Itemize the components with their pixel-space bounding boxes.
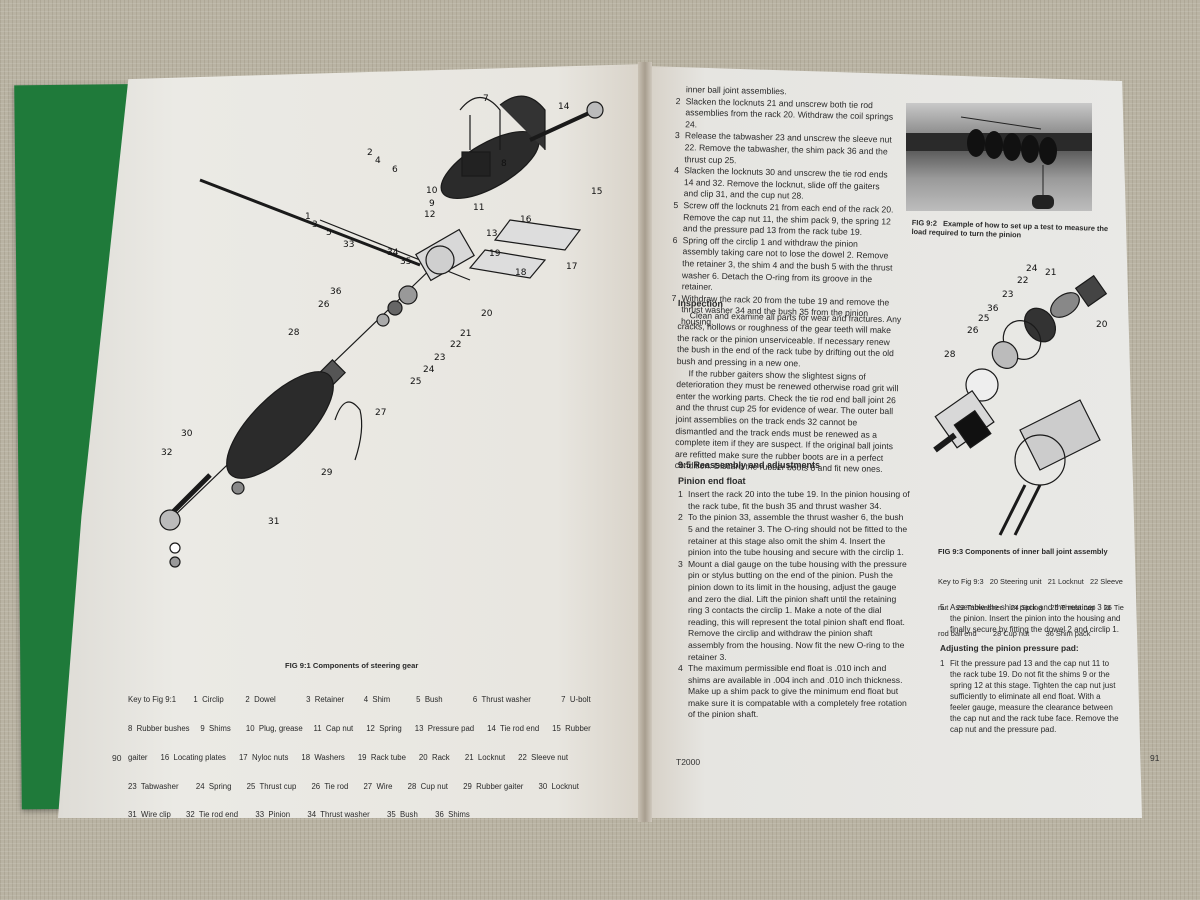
callout-30: 30 [181, 429, 193, 439]
callout-29: 29 [321, 468, 333, 478]
callout-19: 19 [489, 249, 501, 259]
callout-24: 24 [423, 365, 435, 375]
callout-27: 27 [375, 408, 387, 418]
callout-11: 11 [473, 203, 485, 213]
left-page-number: 90 [112, 753, 122, 763]
key-line: rod ball end 28 Cup nut 36 Shim pack [938, 629, 1091, 639]
callout-13: 13 [486, 229, 498, 239]
callout-15: 15 [591, 187, 603, 197]
callout-31: 31 [268, 517, 280, 527]
callout-20: 20 [481, 309, 493, 319]
callout-23: 23 [1002, 290, 1014, 300]
inspection-paragraph: Clean and examine all parts for wear and… [676, 309, 902, 369]
callout-25: 25 [978, 314, 990, 324]
callout-18: 18 [515, 268, 527, 278]
callout-22: 22 [450, 340, 462, 350]
callout-14: 14 [558, 102, 570, 112]
right-page-number: 91 [1150, 753, 1160, 763]
callout-33: 33 [343, 240, 355, 250]
book-spine [638, 62, 652, 822]
key-line: 8 Rubber bushes 9 Shims 10 Plug, grease … [128, 723, 591, 733]
callout-21: 21 [460, 329, 472, 339]
callout-5: 5 [326, 228, 332, 238]
callout-23: 23 [434, 353, 446, 363]
callout-10: 10 [426, 186, 438, 196]
callout-35: 35 [400, 257, 412, 267]
callout-3: 3 [312, 220, 318, 230]
callout-9: 9 [429, 199, 435, 209]
inspection-section: Inspection Clean and examine all parts f… [675, 298, 902, 476]
callout-26: 26 [318, 300, 330, 310]
callout-1: 1 [305, 212, 311, 222]
steering-gear-exploded-diagram [159, 95, 604, 568]
section-heading: 9:5 Reassembly and adjustments [678, 460, 821, 470]
key-line: Key to Fig 9:1 1 Circlip 2 Dowel 3 Retai… [128, 695, 591, 705]
running-title: T2000 [676, 757, 701, 767]
callout-36: 36 [330, 287, 342, 297]
callout-26: 26 [967, 326, 979, 336]
fig-9-2-photo [906, 103, 1092, 211]
key-line: nut 23 Tabwasher 24 Spring 25 Thrust cap… [938, 602, 1124, 612]
pressure-pad-heading: Adjusting the pinion pressure pad: [940, 643, 1079, 653]
fig-9-1-key: Key to Fig 9:1 1 Circlip 2 Dowel 3 Retai… [128, 676, 591, 830]
key-line: gaiter 16 Locating plates 17 Nyloc nuts … [128, 752, 569, 762]
callout-20: 20 [1096, 320, 1108, 330]
callout-25: 25 [410, 377, 422, 387]
callout-28: 28 [944, 350, 956, 360]
callout-8: 8 [501, 159, 507, 169]
callout-2: 2 [367, 148, 373, 158]
subsection-heading: Pinion end float [678, 475, 746, 486]
key-line: 23 Tabwasher 24 Spring 25 Thrust cup 26 … [128, 781, 579, 791]
fig-9-3-key: Key to Fig 9:3 20 Steering unit 21 Lockn… [938, 560, 1124, 648]
callout-36: 36 [987, 304, 999, 314]
left-page [58, 64, 644, 818]
callout-7: 7 [483, 94, 489, 104]
key-line: 31 Wire clip 32 Tie rod end 33 Pinion 34… [128, 810, 470, 820]
callout-21: 21 [1045, 268, 1057, 278]
callout-12: 12 [424, 210, 436, 220]
reassembly-section: 9:5 Reassembly and adjustments Pinion en… [678, 460, 910, 721]
callout-22: 22 [1017, 276, 1029, 286]
callout-32: 32 [161, 448, 173, 458]
callout-34: 34 [387, 248, 399, 258]
callout-24: 24 [1026, 264, 1038, 274]
callout-6: 6 [392, 165, 398, 175]
callout-17: 17 [566, 262, 578, 272]
inner-ball-joint-diagram [933, 274, 1108, 536]
key-line: Key to Fig 9:3 20 Steering unit 21 Lockn… [938, 576, 1123, 586]
fig-9-1-caption: FIG 9:1 Components of steering gear [285, 661, 419, 670]
callout-28: 28 [288, 328, 300, 338]
callout-16: 16 [520, 215, 532, 225]
callout-4: 4 [375, 156, 381, 166]
fig-9-3-caption: FIG 9:3 Components of inner ball joint a… [938, 547, 1108, 556]
